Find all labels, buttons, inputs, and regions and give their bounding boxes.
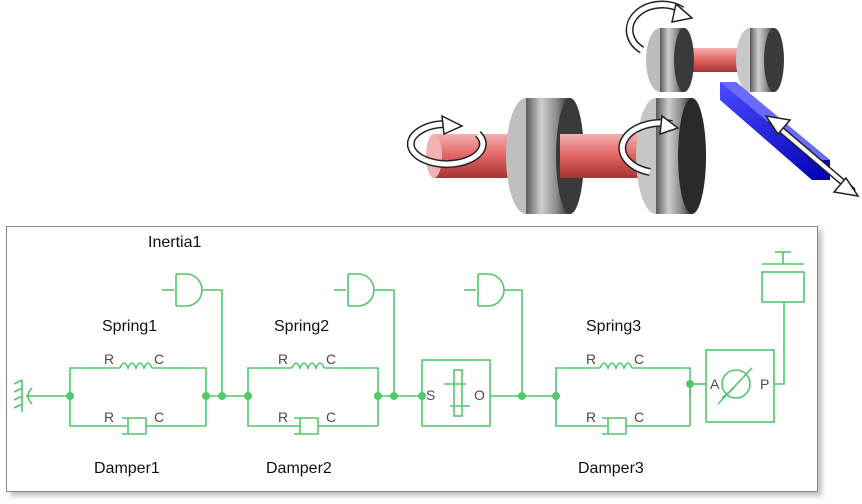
damper1-label: Damper1 <box>94 460 160 477</box>
port-label-c: C <box>154 351 164 367</box>
rack-pinion-block[interactable] <box>705 349 775 423</box>
port-label-r: R <box>586 409 596 425</box>
inertia2-block[interactable] <box>334 273 395 396</box>
rotation-arrow-icon <box>406 114 487 168</box>
inertia1-block[interactable] <box>162 273 223 396</box>
inertia1-label: Inertia1 <box>148 234 202 251</box>
mass-block[interactable] <box>761 251 805 303</box>
port-label-r: R <box>278 409 288 425</box>
port-label-r: R <box>586 351 596 367</box>
block-diagram <box>6 226 818 492</box>
port-label-r: R <box>278 351 288 367</box>
rotation-arrow-icon <box>618 114 680 176</box>
port-label-c: C <box>326 351 336 367</box>
rotation-arrow-icon <box>625 0 694 54</box>
damper1-block[interactable] <box>69 396 207 435</box>
spring3-label: Spring3 <box>586 318 642 335</box>
port-label-r: R <box>104 409 114 425</box>
port-label-r: R <box>104 351 114 367</box>
translation-arrow-icon <box>764 114 860 198</box>
damper3-label: Damper3 <box>578 460 644 477</box>
spring2-block[interactable] <box>247 362 379 396</box>
port-label-s: S <box>426 387 435 403</box>
mechanism-illustration <box>406 0 860 214</box>
damper3-block[interactable] <box>555 384 691 435</box>
port-label-p: P <box>760 376 769 392</box>
port-label-c: C <box>634 409 644 425</box>
rack-bar <box>720 82 830 180</box>
port-label-c: C <box>154 409 164 425</box>
inertia3-block[interactable] <box>464 273 523 396</box>
spring2-label: Spring2 <box>274 318 330 335</box>
spring1-label: Spring1 <box>102 318 158 335</box>
damper2-block[interactable] <box>247 396 379 435</box>
rotational-reference-icon <box>13 379 48 412</box>
port-label-c: C <box>326 409 336 425</box>
junction-dots <box>66 380 694 400</box>
port-label-c: C <box>634 351 644 367</box>
spring1-block[interactable] <box>69 362 207 396</box>
spring3-block[interactable] <box>555 362 691 396</box>
damper2-label: Damper2 <box>266 460 332 477</box>
port-label-a: A <box>710 376 720 392</box>
port-label-o: O <box>474 387 485 403</box>
